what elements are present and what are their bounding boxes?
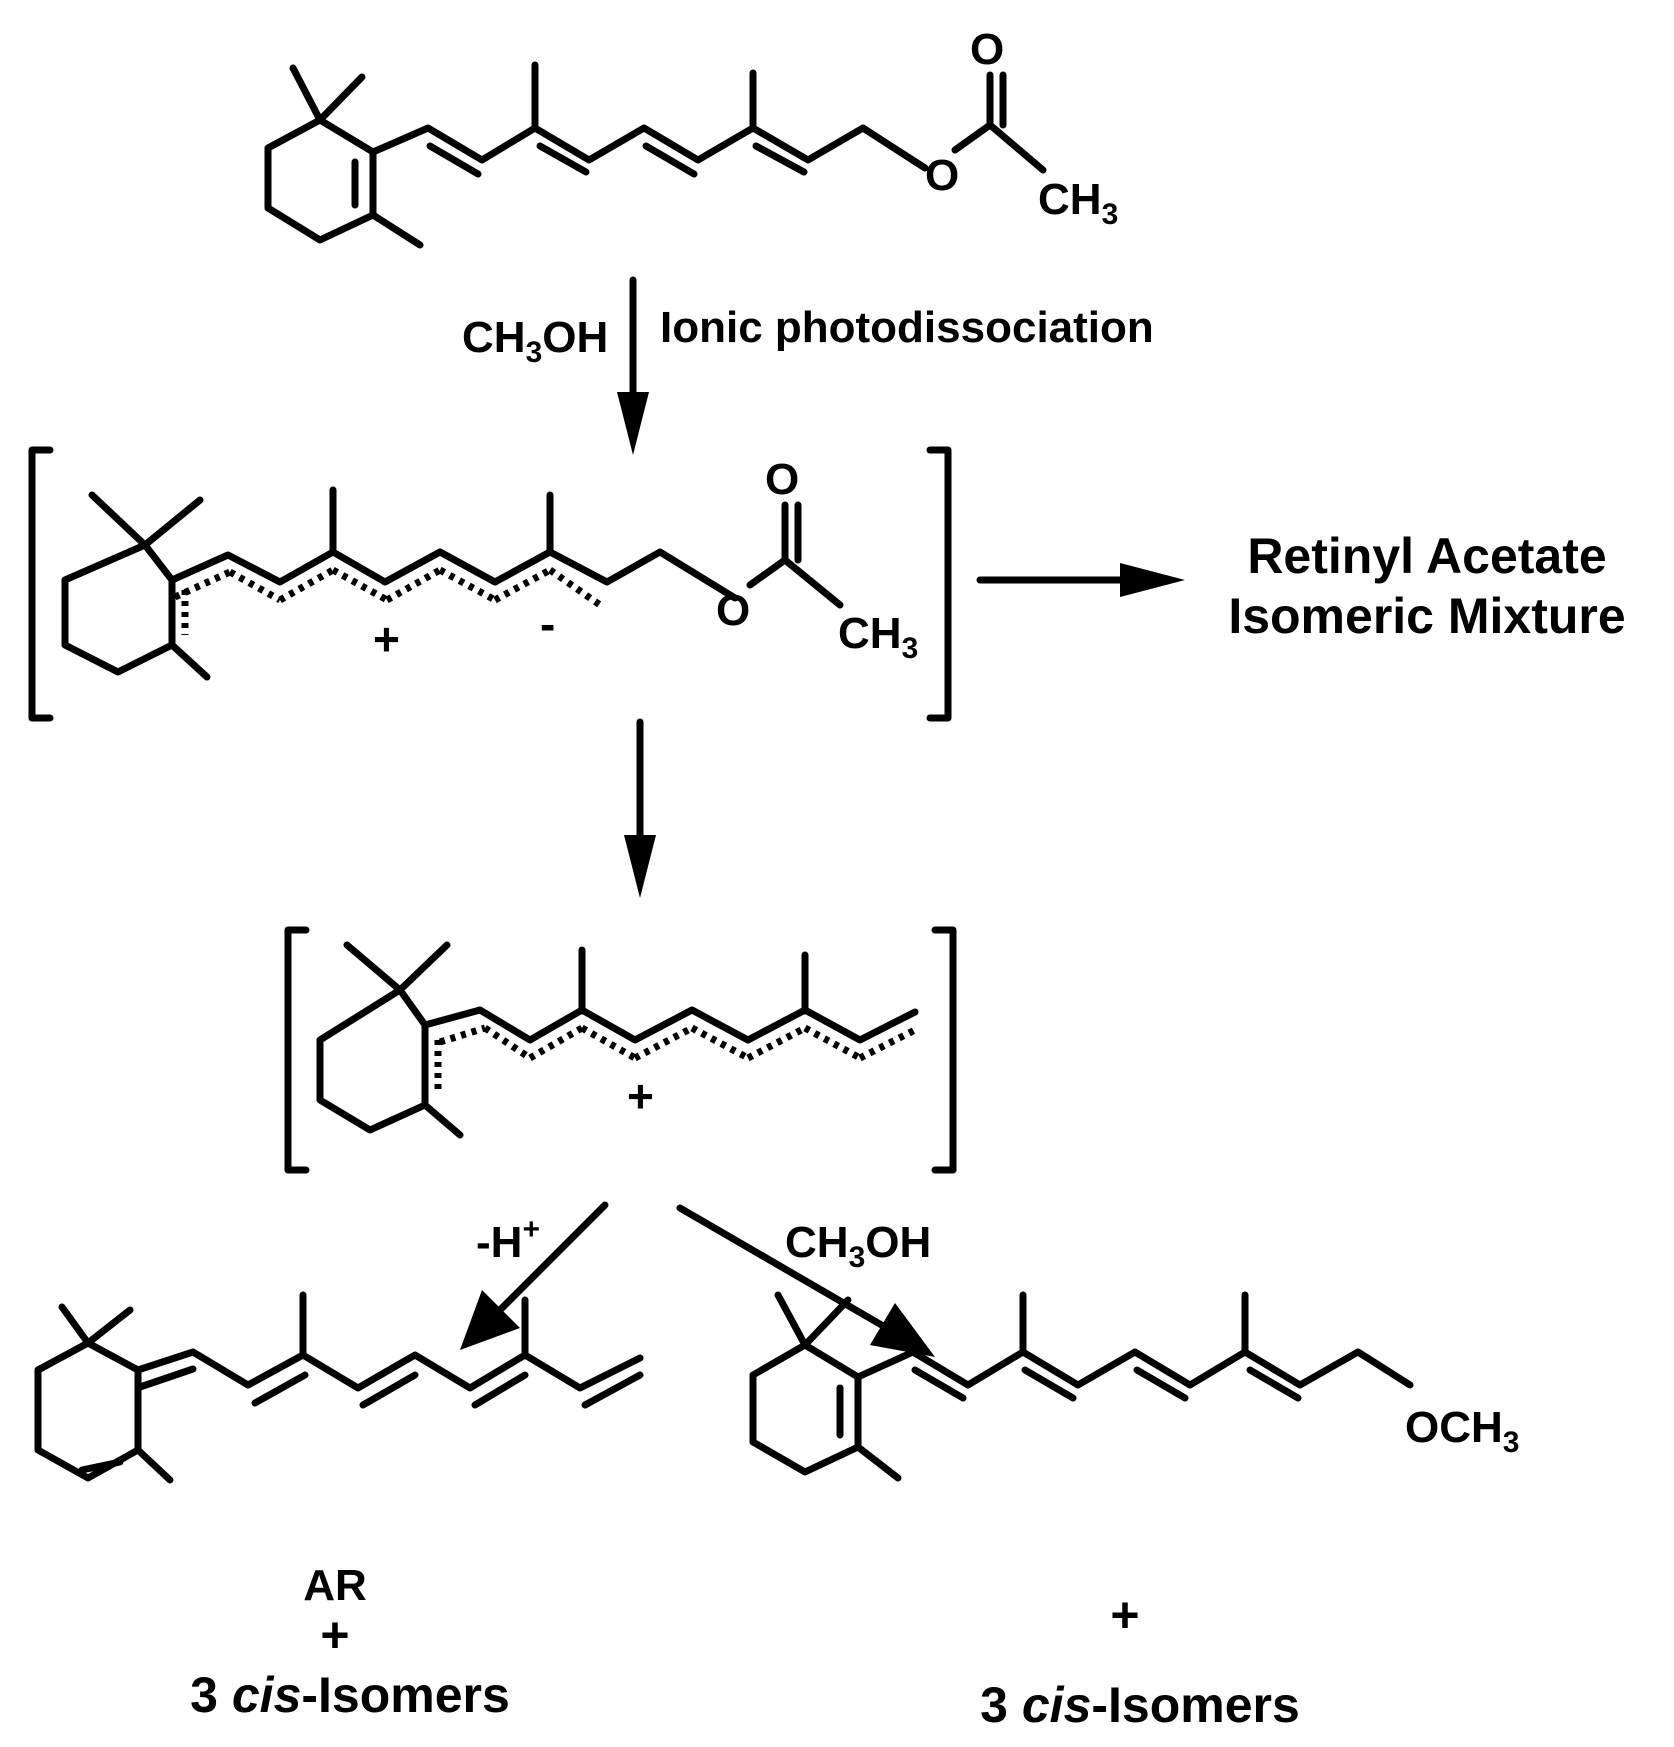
product-left-isomers: 3 cis-Isomers [190, 1667, 510, 1723]
reactant-ester-oxygen: O [925, 151, 959, 200]
cation-plus-charge: + [627, 1070, 654, 1122]
product-right-chain [854, 1291, 1414, 1402]
ion-pair-plus-charge: + [373, 613, 400, 665]
ion-pair-acetate: O O CH3 [716, 455, 918, 665]
product-right-isomers: 3 cis-Isomers [980, 1677, 1300, 1733]
ion-pair-ring [61, 491, 211, 681]
reactant-acetate: O O CH3 [925, 25, 1118, 231]
branch-right-arrow [676, 1204, 935, 1357]
ion-pair-carbonyl-oxygen: O [765, 455, 799, 504]
side-product-line1: Retinyl Acetate [1247, 528, 1606, 584]
step1-condition-label: Ionic photodissociation [660, 303, 1154, 352]
cation-ring [316, 941, 464, 1139]
product-right-plus: + [1110, 1587, 1139, 1643]
retinyl-cation: + [316, 941, 919, 1139]
reactant-methyl-label: CH3 [1038, 175, 1118, 231]
cation-brackets [284, 926, 957, 1174]
branch-left-label: -H+ [476, 1213, 540, 1267]
ion-pair-intermediate: + - O O CH3 [61, 455, 918, 681]
product-left-chain [134, 1291, 644, 1409]
ion-pair-minus-charge: - [540, 598, 555, 650]
ion-pair-ester-oxygen: O [716, 586, 750, 635]
side-arrow [976, 563, 1185, 597]
branch-left-arrow [460, 1201, 609, 1350]
reactant-carbonyl-oxygen: O [970, 25, 1004, 74]
ion-pair-methyl-label: CH3 [838, 609, 918, 665]
branch-right-label: CH3OH [785, 1218, 931, 1274]
reactant-ring [264, 64, 424, 249]
product-left-ring [34, 1303, 174, 1484]
product-left-code: AR [303, 1561, 367, 1610]
reactant-polyene-chain [369, 61, 929, 178]
step2-arrow [624, 718, 656, 898]
product-left-plus: + [320, 1607, 349, 1663]
product-right-group-label: OCH3 [1405, 1403, 1519, 1459]
product-left-anhydroretinol: AR + 3 cis-Isomers [34, 1291, 644, 1723]
ion-pair-brackets [28, 446, 952, 722]
product-right-methyl-ether: OCH3 + 3 cis-Isomers [749, 1291, 1519, 1733]
step1-reagent-label: CH3OH [462, 313, 608, 369]
reactant-retinyl-acetate: O O CH3 [264, 25, 1118, 249]
cation-chain: + [421, 946, 919, 1122]
step1-arrow [617, 276, 649, 455]
ion-pair-chain: + - [168, 486, 739, 665]
side-product-line2: Isomeric Mixture [1228, 588, 1625, 644]
